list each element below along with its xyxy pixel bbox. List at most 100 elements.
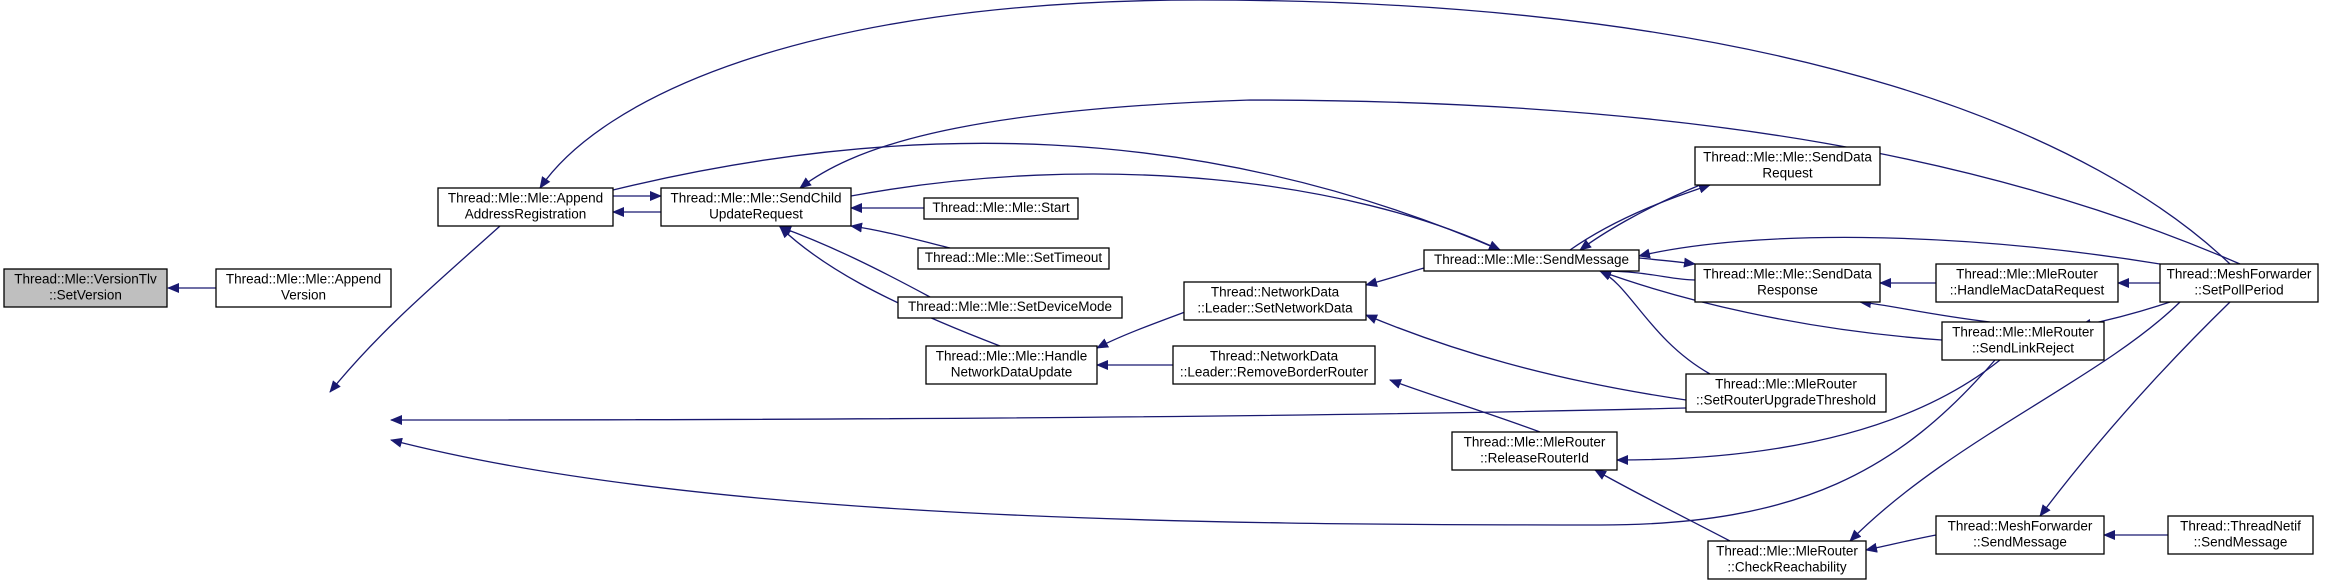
node-label: ::HandleMacDataRequest [1950,283,2105,298]
edge-handlenetdata-to-sendchild [779,226,1001,347]
edge-line [2039,301,2231,517]
node-label: Thread::Mle::MleRouter [1956,267,2098,282]
edge-checkreach-to-releaserid [1594,469,1731,542]
edge-sendlinkreject-to-sendmessage [1599,270,1943,341]
edge-setpoll-to-checkreach [1849,301,2181,542]
edge-mfsendmsg-to-checkreach [1865,534,1937,553]
node-settimeout[interactable]: Thread::Mle::Mle::SetTimeout [917,247,1110,270]
node-start[interactable]: Thread::Mle::Mle::Start [923,197,1079,220]
node-label: Thread::MeshForwarder [2167,267,2312,282]
node-box [2159,263,2319,303]
node-box [660,187,852,227]
node-label: Thread::Mle::Mle::Append [226,272,381,287]
node-box [925,345,1098,385]
node-box [923,197,1079,220]
node-setpoll[interactable]: Thread::MeshForwarder::SetPollPeriod [2159,263,2319,303]
node-label: ::SendMessage [1973,535,2067,550]
edge-setpoll-to-appendaddr [539,0,2231,265]
edge-line [612,142,1501,251]
edge-setnetdata-to-handlenetdata [1096,311,1186,349]
edge-line [539,0,2231,265]
edge-line [1638,236,2161,265]
node-label: Thread::Mle::Mle::SendData [1703,267,1872,282]
node-label: ::CheckReachability [1727,560,1847,575]
edge-line [1579,184,1701,251]
node-label: Response [1757,283,1818,298]
edge-appendaddr-to-appendversion [329,225,501,393]
edge-appendaddr-to-sendmessage [612,142,1501,251]
node-label: Thread::Mle::Mle::SetDeviceMode [908,299,1112,314]
node-box [215,268,392,308]
node-label: Thread::Mle::Mle::SendMessage [1434,252,1629,267]
node-setnetdata[interactable]: Thread::NetworkData::Leader::SetNetworkD… [1183,281,1367,321]
node-box [1451,431,1618,471]
edge-line [1865,534,1937,553]
node-label: Thread::ThreadNetif [2180,519,2301,534]
edge-sendmessage-to-senddatareq [1569,183,1711,251]
node-box [437,187,614,227]
node-removebr[interactable]: Thread::NetworkData::Leader::RemoveBorde… [1172,345,1376,385]
node-label: Thread::MeshForwarder [1948,519,2093,534]
edge-line [1859,298,1991,323]
node-label: ::Leader::RemoveBorderRouter [1180,365,1369,380]
node-box [1935,515,2105,555]
edge-line [850,222,951,249]
node-label: Thread::Mle::MleRouter [1464,435,1606,450]
node-handlemac[interactable]: Thread::Mle::MleRouter::HandleMacDataReq… [1935,263,2119,303]
node-label: NetworkDataUpdate [951,365,1073,380]
edge-line [1569,183,1711,251]
node-label: Request [1762,166,1813,181]
edge-sendlinkreject-to-releaserid [1616,359,2001,465]
nodes-layer: Thread::Mle::VersionTlv::SetVersionThrea… [3,146,2319,580]
node-box [1423,249,1640,272]
edge-line [850,173,1501,251]
node-mfsendmsg[interactable]: Thread::MeshForwarder::SendMessage [1935,515,2105,555]
node-netifsend[interactable]: Thread::ThreadNetif::SendMessage [2167,515,2314,555]
edge-setrut-to-setnetdata [1365,314,1687,401]
node-appendaddr[interactable]: Thread::Mle::Mle::AppendAddressRegistrat… [437,187,614,227]
edge-line [1594,469,1731,542]
node-setrut[interactable]: Thread::Mle::MleRouter::SetRouterUpgrade… [1685,373,1887,413]
node-handlenetdata[interactable]: Thread::Mle::Mle::HandleNetworkDataUpdat… [925,345,1098,385]
edge-line [1389,379,1541,433]
node-label: Thread::NetworkData [1210,349,1339,364]
node-box [1935,263,2119,303]
node-label: Thread::Mle::Mle::Handle [936,349,1088,364]
node-label: ::SendLinkReject [1972,341,2074,356]
edge-setpoll-to-sendmessage [1638,236,2161,265]
edge-line [1096,311,1186,349]
node-checkreach[interactable]: Thread::Mle::MleRouter::CheckReachabilit… [1707,540,1867,580]
edge-setdevicemode-to-sendchild [779,226,931,298]
edge-line [1849,301,2181,542]
node-setdevicemode[interactable]: Thread::Mle::Mle::SetDeviceMode [897,296,1123,319]
node-setversion[interactable]: Thread::Mle::VersionTlv::SetVersion [3,268,168,308]
edge-line [1599,270,1711,375]
node-sendmessage[interactable]: Thread::Mle::Mle::SendMessage [1423,249,1640,272]
node-label: Thread::Mle::Mle::Start [932,200,1070,215]
node-box [1694,146,1881,186]
edge-line [1365,314,1687,401]
node-releaserid[interactable]: Thread::Mle::MleRouter::ReleaseRouterId [1451,431,1618,471]
node-box [1941,321,2105,361]
node-box [1685,373,1887,413]
edge-setpoll-to-sendchild [799,99,2241,265]
edge-sendlinkreject-to-senddataresp [1859,298,1991,323]
edge-line [1599,270,1943,341]
edge-sendlinkreject-to-appendversion [390,359,1996,526]
node-sendlinkreject[interactable]: Thread::Mle::MleRouter::SendLinkReject [1941,321,2105,361]
node-box [1707,540,1867,580]
node-label: Thread::Mle::MleRouter [1715,377,1857,392]
node-box [1172,345,1376,385]
edge-line [390,359,1996,526]
node-label: Thread::Mle::Mle::SendChild [670,191,841,206]
node-label: Thread::Mle::Mle::Append [448,191,603,206]
node-label: ::Leader::SetNetworkData [1197,301,1353,316]
node-label: Version [281,288,326,303]
edge-line [1365,267,1425,288]
edge-setrut-to-sendmessage [1599,270,1711,375]
